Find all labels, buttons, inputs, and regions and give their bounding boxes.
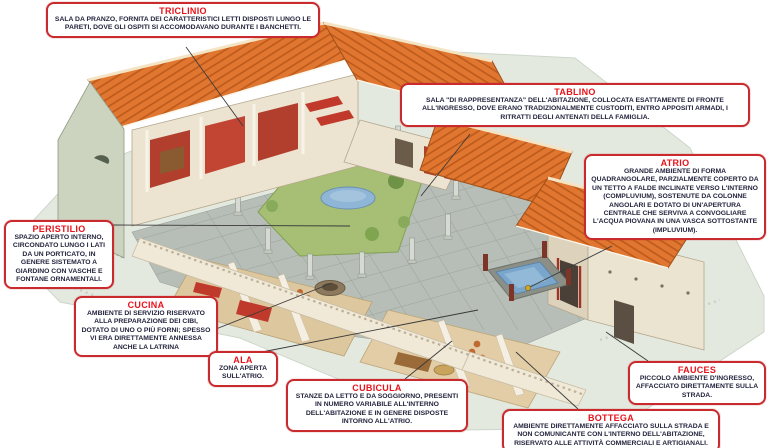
callout-tablino: TABLINO SALA "DI RAPPRESENTANZA" DELL'AB… — [400, 83, 750, 128]
callout-triclinio: TRICLINIO SALA DA PRANZO, FORNITA DEI CA… — [46, 2, 320, 38]
callout-fauces-title: FAUCES — [677, 365, 717, 375]
callout-cucina-title: CUCINA — [127, 300, 165, 310]
callout-atrio-title: ATRIO — [660, 158, 690, 168]
callout-peristilio: PERISTILIO SPAZIO APERTO INTERNO, CIRCON… — [4, 220, 114, 290]
callout-peristilio-title: PERISTILIO — [32, 224, 86, 234]
leader-lines — [111, 46, 649, 410]
callout-cucina: CUCINA AMBIENTE DI SERVIZIO RISERVATO AL… — [74, 296, 218, 358]
leader-bottega — [515, 351, 579, 410]
callout-fauces: FAUCES PICCOLO AMBIENTE D'INGRESSO, AFFA… — [628, 361, 766, 406]
callout-cubicula: CUBICULA STANZE DA LETTO E DA SOGGIORNO,… — [286, 379, 468, 432]
leader-cubicula — [404, 340, 453, 380]
gable-vent — [94, 155, 110, 164]
callout-bottega-body: AMBIENTE DIRETTAMENTE AFFACCIATO SULLA S… — [513, 423, 709, 447]
leader-fauces — [605, 331, 649, 362]
dining-couch — [305, 96, 343, 112]
callout-ala: ALA ZONA APERTA SULL'ATRIO. — [208, 351, 278, 387]
callout-atrio: ATRIO GRANDE AMBIENTE DI FORMA QUADRANGO… — [584, 154, 766, 241]
callout-tablino-body: SALA "DI RAPPRESENTANZA" DELL'ABITAZIONE… — [422, 97, 728, 121]
callout-cubicula-body: STANZE DA LETTO E DA SOGGIORNO, PRESENTI… — [295, 393, 459, 426]
leader-ala — [261, 309, 479, 353]
basket — [433, 364, 455, 376]
bed — [236, 300, 272, 322]
cutaway-front-wall — [131, 237, 587, 407]
wood-cabinet — [160, 146, 184, 174]
callout-cubicula-title: CUBICULA — [352, 383, 402, 393]
callout-bottega-title: BOTTEGA — [587, 413, 635, 423]
tablinum-doorway — [395, 138, 413, 168]
callout-fauces-body: PICCOLO AMBIENTE D'INGRESSO, AFFACCIATO … — [635, 375, 759, 399]
impluvium — [483, 241, 571, 301]
callout-triclinio-title: TRICLINIO — [159, 6, 207, 16]
callout-peristilio-body: SPAZIO APERTO INTERNO, CIRCONDATO LUNGO … — [12, 234, 106, 284]
leader-peristilio — [111, 224, 351, 227]
shop-doorway — [614, 300, 634, 344]
callout-bottega: BOTTEGA AMBIENTE DIRETTAMENTE AFFACCIATO… — [502, 409, 720, 448]
callout-atrio-body: GRANDE AMBIENTE DI FORMA QUADRANGOLARE, … — [591, 168, 759, 234]
callout-triclinio-body: SALA DA PRANZO, FORNITA DEI CARATTERISTI… — [54, 16, 312, 32]
leader-cucina — [215, 282, 333, 330]
leader-tablino — [420, 133, 471, 197]
bed — [193, 282, 222, 298]
callout-ala-title: ALA — [233, 355, 253, 365]
callout-tablino-title: TABLINO — [554, 87, 596, 97]
triclinium-wing — [131, 73, 359, 227]
dining-couch — [316, 110, 354, 126]
target-dot — [525, 284, 532, 291]
callout-cucina-body: AMBIENTE DI SERVIZIO RISERVATO ALLA PREP… — [81, 310, 211, 351]
leader-triclinio — [185, 46, 244, 127]
callout-ala-body: ZONA APERTA SULL'ATRIO. — [218, 365, 268, 381]
shop-table — [394, 352, 432, 372]
leader-atrio — [527, 245, 613, 289]
